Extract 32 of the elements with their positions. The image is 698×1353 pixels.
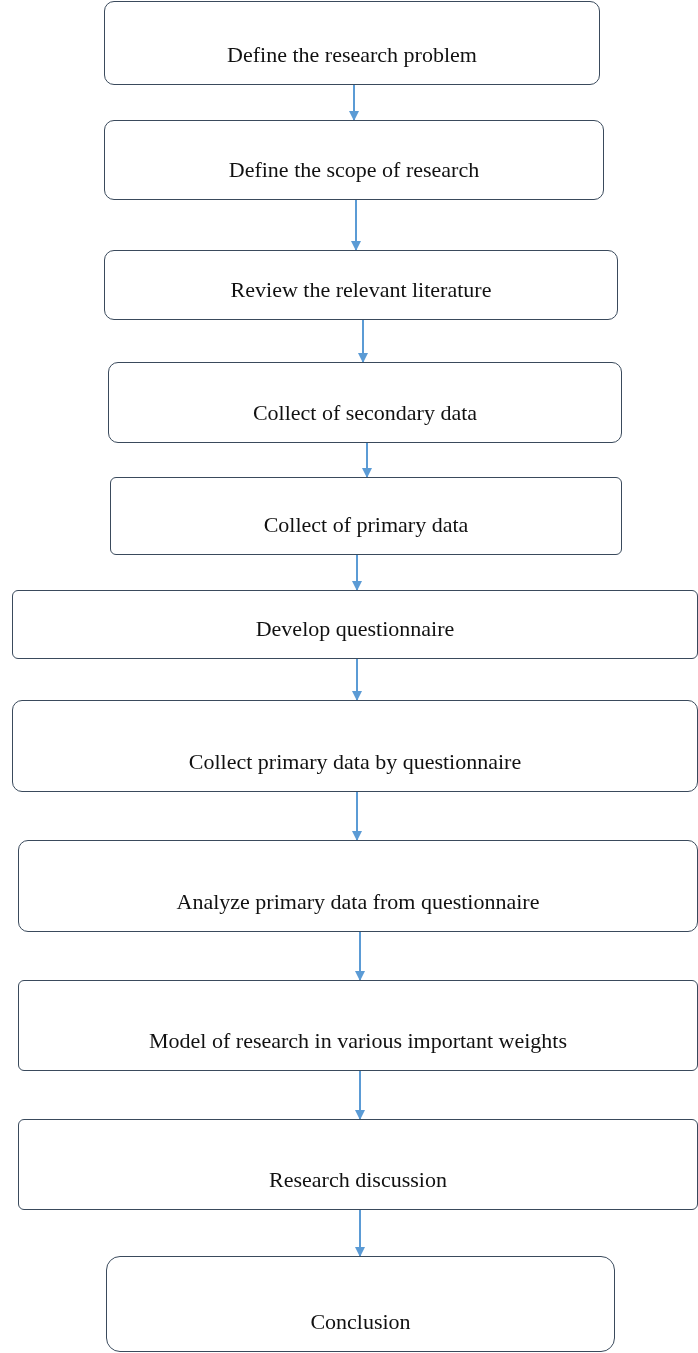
arrow <box>349 84 359 121</box>
arrow <box>351 199 361 251</box>
process-box <box>104 250 618 320</box>
arrow <box>352 658 362 701</box>
step-text: Review the relevant literature <box>230 277 492 303</box>
process-box <box>104 1 600 85</box>
arrow <box>358 319 368 363</box>
step-text: Research discussion <box>269 1167 447 1193</box>
step-text: Collect of secondary data <box>252 400 478 426</box>
step-text: Define the scope of research <box>228 157 480 183</box>
step-text: Collect of primary data <box>263 512 469 538</box>
process-box <box>106 1256 615 1352</box>
process-box <box>12 590 698 659</box>
arrow <box>355 1070 365 1120</box>
process-box <box>108 362 622 443</box>
process-box <box>18 1119 698 1210</box>
arrow <box>352 791 362 841</box>
arrow <box>362 442 372 478</box>
step-text: Conclusion <box>310 1309 411 1335</box>
process-box <box>18 840 698 932</box>
process-box <box>110 477 622 555</box>
step-text: Define the research problem <box>227 42 477 68</box>
arrow <box>355 1209 365 1257</box>
arrow <box>355 931 365 981</box>
arrow <box>352 554 362 591</box>
process-box <box>18 980 698 1071</box>
process-box <box>104 120 604 200</box>
process-box <box>12 700 698 792</box>
step-text: Collect primary data by questionnaire <box>188 749 522 775</box>
step-text: Develop questionnaire <box>255 616 455 642</box>
step-text: Model of research in various important weights <box>149 1028 567 1054</box>
step-text: Analyze primary data from questionnaire <box>176 889 540 915</box>
